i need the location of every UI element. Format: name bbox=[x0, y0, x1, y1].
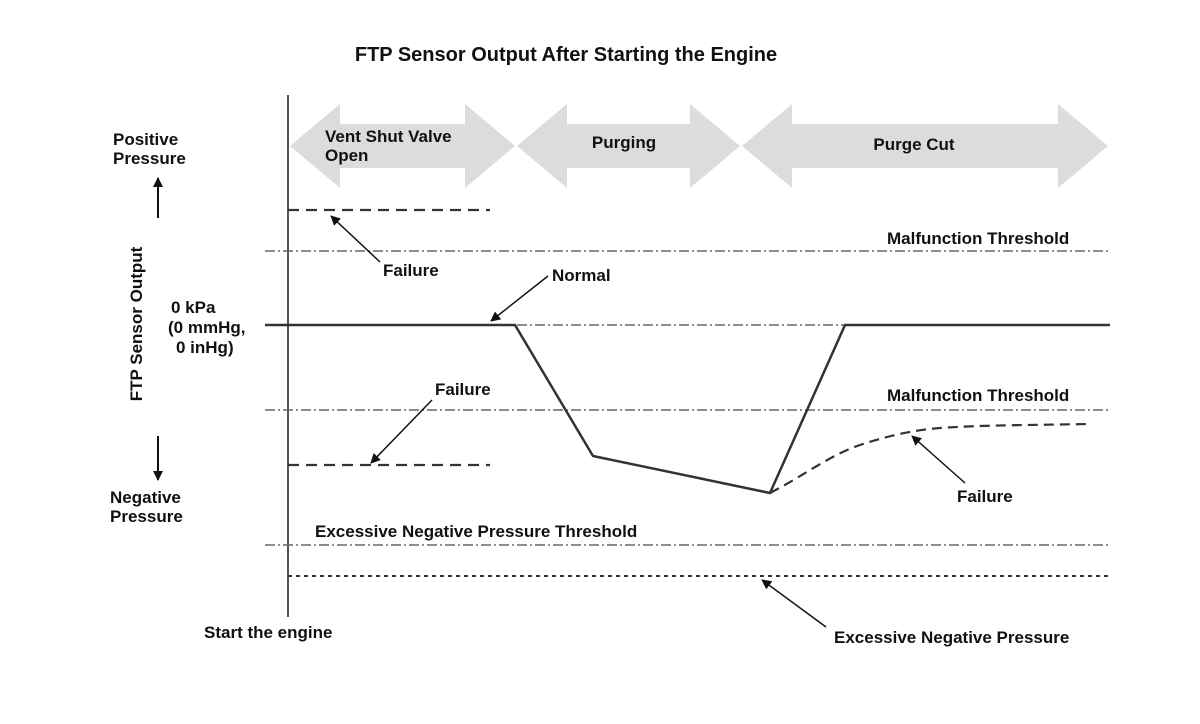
phase-arrow-purging bbox=[517, 104, 740, 188]
normal-output-curve bbox=[265, 323, 1110, 495]
phase-arrows bbox=[290, 104, 1108, 188]
zero-label-line2: (0 mmHg, bbox=[168, 318, 245, 337]
failure-high-pointer bbox=[330, 215, 381, 263]
positive-pressure-label-line1: Positive bbox=[113, 130, 178, 149]
phase-label-vent-shut-line2: Open bbox=[325, 146, 368, 165]
normal-label: Normal bbox=[552, 266, 611, 285]
phase-arrow-purge-cut bbox=[742, 104, 1108, 188]
zero-label-line1: 0 kPa bbox=[171, 298, 216, 317]
positive-pressure-label-line2: Pressure bbox=[113, 149, 186, 168]
negative-pressure-label-line1: Negative bbox=[110, 488, 181, 507]
diagram-title: FTP Sensor Output After Starting the Eng… bbox=[355, 44, 777, 66]
excessive-negative-pointer bbox=[761, 579, 827, 628]
negative-pressure-label-line2: Pressure bbox=[110, 507, 183, 526]
lower-threshold-label: Malfunction Threshold bbox=[887, 386, 1069, 405]
failure-recovery-label: Failure bbox=[957, 487, 1013, 506]
phase-label-purge-cut: Purge Cut bbox=[873, 135, 955, 154]
phase-arrow-vent-shut bbox=[290, 104, 515, 188]
zero-label-line3: 0 inHg) bbox=[176, 338, 234, 357]
phase-label-purging: Purging bbox=[592, 133, 656, 152]
y-axis-title: FTP Sensor Output bbox=[127, 246, 146, 401]
failure-recovery-pointer bbox=[911, 435, 966, 484]
failure-high-label: Failure bbox=[383, 261, 439, 280]
phase-label-vent-shut-line1: Vent Shut Valve bbox=[325, 127, 452, 146]
upper-threshold-label: Malfunction Threshold bbox=[887, 229, 1069, 248]
failure-recovery-curve bbox=[769, 422, 1089, 494]
start-engine-label: Start the engine bbox=[204, 623, 332, 642]
excessive-negative-label: Excessive Negative Pressure bbox=[834, 628, 1069, 647]
failure-low-label: Failure bbox=[435, 380, 491, 399]
excessive-threshold-label: Excessive Negative Pressure Threshold bbox=[315, 522, 637, 541]
failure-low-pointer bbox=[370, 399, 433, 464]
normal-pointer bbox=[490, 275, 549, 322]
